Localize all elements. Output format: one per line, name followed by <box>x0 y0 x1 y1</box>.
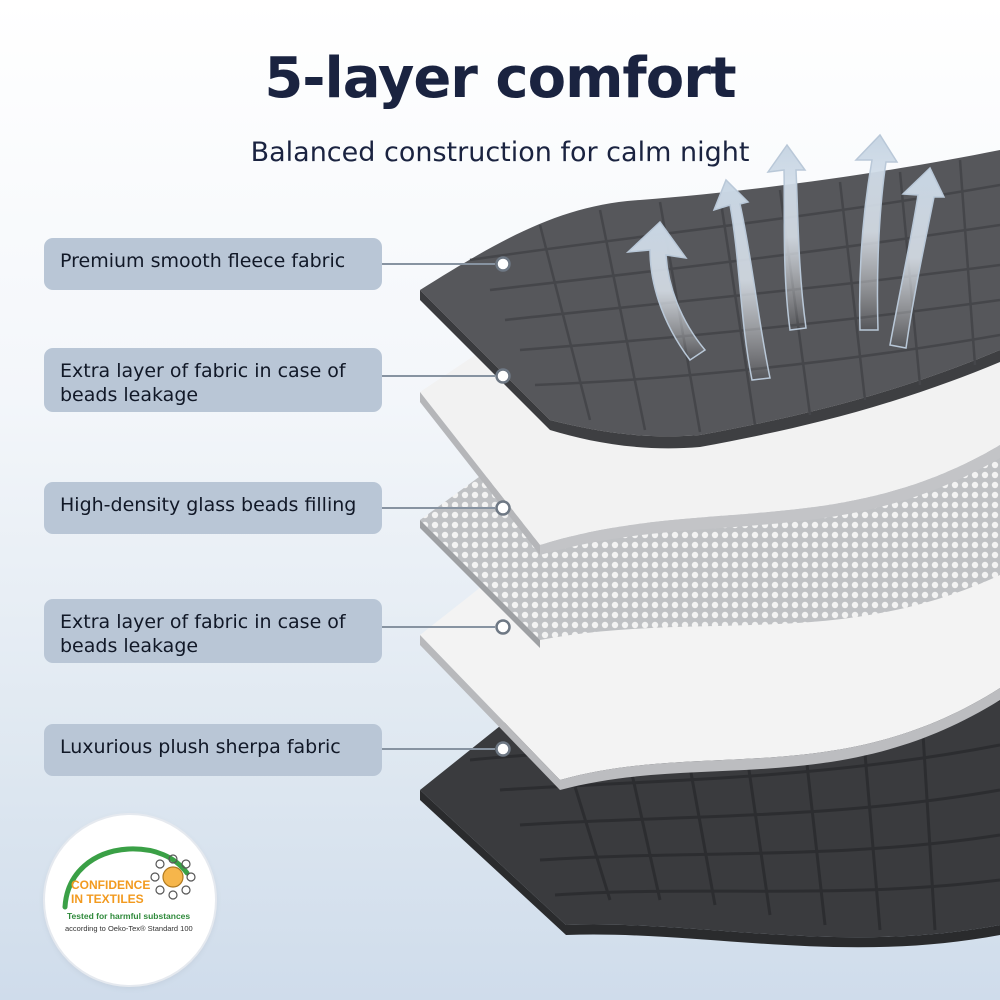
layer-label-glass-beads: High-density glass beads filling <box>44 482 382 534</box>
badge-line-3: Tested for harmful substances <box>67 911 191 921</box>
confidence-logo-icon <box>62 846 196 910</box>
page-subtitle: Balanced construction for calm night <box>250 137 750 168</box>
connector-lines <box>382 263 495 750</box>
fleece-layer <box>420 150 1000 449</box>
connector-dots <box>495 256 511 757</box>
layer-label-fleece: Premium smooth fleece fabric <box>44 238 382 290</box>
badge-line-4: according to Oeko-Tex® Standard 100 <box>65 924 193 933</box>
badge-line-2: IN TEXTILES <box>71 892 144 906</box>
layer-label-upper-barrier: Extra layer of fabric in case of beads l… <box>44 348 382 412</box>
oeko-tex-badge: CONFIDENCE IN TEXTILES Tested for harmfu… <box>45 815 215 985</box>
page-title: 5-layer comfort <box>264 46 736 111</box>
layer-label-sherpa: Luxurious plush sherpa fabric <box>44 724 382 776</box>
badge-line-1: CONFIDENCE <box>71 878 151 892</box>
layer-label-lower-barrier: Extra layer of fabric in case of beads l… <box>44 599 382 663</box>
airflow-arrows <box>625 133 946 381</box>
